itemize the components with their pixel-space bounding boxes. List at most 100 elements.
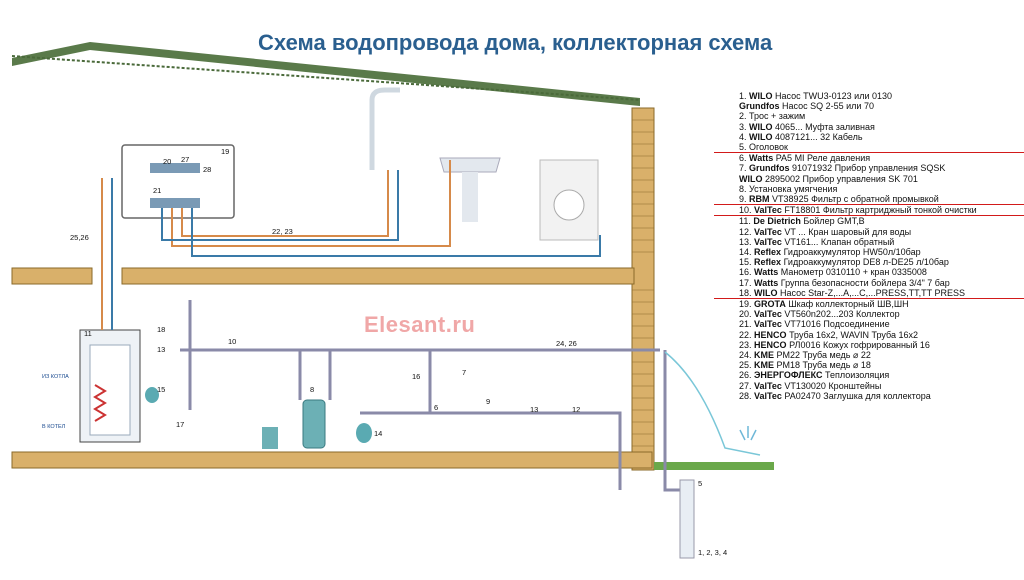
legend-text: Теплоизоляция [824,370,890,381]
legend-brand: HENCO [754,339,787,350]
hot-pipes [101,160,451,330]
label-n13: 13 [157,345,165,354]
label-22-23: 22, 23 [272,227,293,236]
legend-number: 9. [739,194,747,205]
accumulator-14 [356,423,372,443]
legend-text: Насос SQ 2-55 или 70 [782,101,874,112]
label-n7: 7 [462,368,466,377]
label-n12: 12 [572,405,580,414]
label-n6: 6 [434,403,438,412]
legend-brand: ЭНЕРГОФЛЕКС [754,370,823,381]
legend-number: 19. [739,299,752,310]
watermark: Elesant.ru [364,312,476,337]
legend-brand: ValTec [754,390,782,401]
label-24-26: 24, 26 [556,339,577,348]
label-n14: 14 [374,429,382,438]
legend-separator [714,215,1024,217]
legend-item: 25. KME PM18 Труба медь ⌀ 18 [739,360,1024,370]
first-floor-slab [11,267,635,285]
legend-brand: Watts [749,153,774,164]
legend-brand: ValTec [754,226,782,237]
cold-pipes [111,170,601,330]
legend-number: 3. [739,121,747,132]
legend-item: 10. ValTec FT18801 Фильтр картриджный то… [739,205,1024,215]
legend-text: VT38925 Фильтр с обратной промывкой [772,194,939,205]
legend-text: FT18801 Фильтр картриджный тонкой очистк… [784,205,977,216]
legend-text: 91071932 Прибор управления SQSK [792,163,946,174]
collector-cabinet [121,144,235,219]
roof [11,42,641,106]
legend-text: РЛ0016 Кожух гофрированный 16 [789,339,930,350]
legend-item: 4. WILO 4087121... 32 Кабель [739,132,1024,142]
boiler [79,329,141,443]
legend-number: 1. [739,91,747,101]
label-n5: 5 [698,479,702,488]
legend-brand: GROTA [754,299,786,310]
legend-text: VT560n202...203 Коллектор [784,309,900,320]
legend-number: 14. [739,247,752,258]
legend-item: 20. ValTec VT560n202...203 Коллектор [739,309,1024,319]
legend-brand: HENCO [754,329,787,340]
legend-text: Труба 16x2, WAVIN Труба 16x2 [789,329,918,340]
legend-separator [714,204,1024,206]
legend-number: 11. [739,216,751,227]
legend-text: Оголовок [749,142,788,153]
legend-text: VT71016 Подсоединение [784,319,890,330]
legend-item: 11. De Dietrich Бойлер GMT,B [739,216,1024,226]
legend-text: 2895002 Прибор управления SK 701 [765,173,918,184]
legend-number: 26. [739,370,752,381]
legend-text: Группа безопасности бойлера 3/4" 7 бар [780,277,950,288]
legend-item: 13. ValTec VT161... Клапан обратный [739,237,1024,247]
legend-text: 4065... Муфта заливная [775,121,875,132]
legend-number: 15. [739,257,752,268]
label-n28: 28 [203,165,211,174]
legend-brand: RBM [749,194,770,205]
legend-item: 12. ValTec VT ... Кран шаровый для воды [739,227,1024,237]
label-n27: 27 [181,155,189,164]
ground-floor-slab [11,451,774,470]
legend-text: Насос TWU3-0123 или 0130 [775,91,893,101]
legend-number: 16. [739,267,752,278]
legend-item: 24. KME PM22 Труба медь ⌀ 22 [739,350,1024,360]
legend-brand: Reflex [754,257,782,268]
label-n21: 21 [153,186,161,195]
legend-item: 21. ValTec VT71016 Подсоединение [739,319,1024,329]
legend-item: 1. WILO Насос TWU3-0123 или 0130 [739,91,1024,101]
legend-item: 7. Grundfos 91071932 Прибор управления S… [739,163,1024,173]
legend-number: 21. [739,319,752,330]
softener-unit [262,399,326,449]
legend-text: VT161... Клапан обратный [784,236,895,247]
label-n11: 11 [84,329,92,338]
legend-item: 6. Watts PA5 MI Реле давления [739,153,1024,163]
legend-text: Гидроаккумулятор DE8 л-DE25 л/10бар [783,257,949,268]
label-to-boiler: В КОТЕЛ [42,424,66,430]
legend-brand: ValTec [754,205,782,216]
legend-text: Гидроаккумулятор HW50л/10бар [783,247,921,258]
legend-text: Бойлер GMT,B [803,216,865,227]
legend-number: 10. [739,205,752,216]
legend-number: 2. [739,111,747,122]
legend-brand: Reflex [754,247,782,258]
legend-text: PA02470 Заглушка для коллектора [784,390,931,401]
legend-item: 8. Установка умягчения [739,184,1024,194]
legend-item: 17. Watts Группа безопасности бойлера 3/… [739,278,1024,288]
legend-item: 16. Watts Манометр 0310110 + кран 033500… [739,267,1024,277]
legend-text: Шкаф коллекторный ШВ,ШН [788,299,909,310]
legend-brand: Grundfos [749,163,790,174]
legend-number: 13. [739,236,752,247]
legend-brand: Watts [754,277,779,288]
legend-item: 9. RBM VT38925 Фильтр с обратной промывк… [739,194,1024,204]
legend-text: VT130020 Кронштейны [784,380,882,391]
label-n18: 18 [157,325,165,334]
legend-brand: WILO [754,287,778,298]
legend-text: Установка умягчения [749,183,838,194]
legend-number: 23. [739,339,752,350]
legend-text: Насос Star-Z,...A,...C,...PRESS,TT,TT PR… [780,287,966,298]
garden-sprinkler [664,351,761,456]
legend-item: 18. WILO Насос Star-Z,...A,...C,...PRESS… [739,288,1024,298]
legend-number: 12. [739,226,752,237]
legend-item: 28. ValTec PA02470 Заглушка для коллекто… [739,391,1024,401]
legend-item: 26. ЭНЕРГОФЛЕКС Теплоизоляция [739,370,1024,380]
legend-number: 18. [739,287,752,298]
